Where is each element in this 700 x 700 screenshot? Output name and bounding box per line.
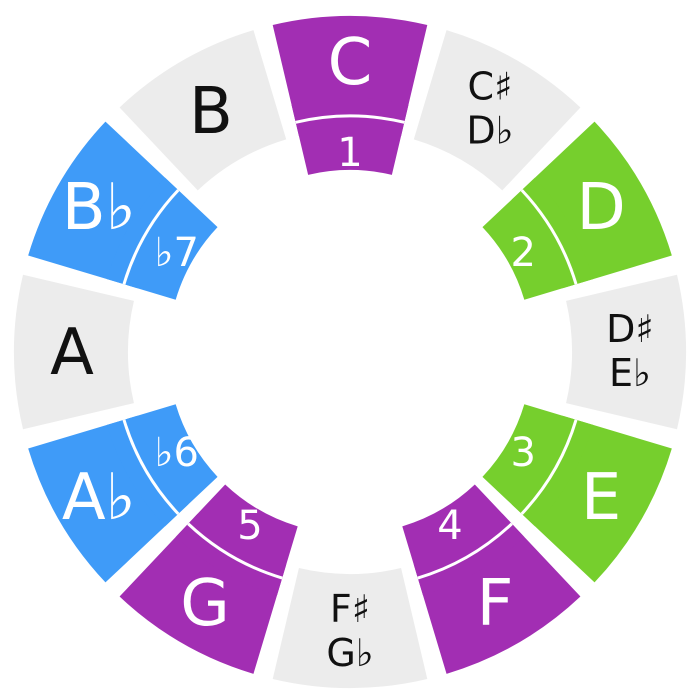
degree-divider-a-flat [122,419,180,515]
segment-c-sharp-d-flat [413,30,581,191]
degree-segment-e [482,404,594,527]
note-label-e-flat: E♭ [609,351,651,395]
note-label-e: E [581,461,621,535]
degree-segment-a-flat [106,404,218,527]
degree-label--flat7: ♭7 [155,230,199,276]
note-label-d-sharp: D♯ [606,307,654,351]
segment-f-sharp-g-flat [272,568,428,689]
degree-segment-d [482,177,594,300]
degree-label-3: 3 [510,430,535,476]
degree-label-2: 2 [510,230,535,276]
segment-b [119,30,287,191]
degree-divider-c [295,114,405,124]
degree-label--flat6: ♭6 [155,430,199,476]
note-label-a-flat: A♭ [62,461,136,535]
degree-divider-b-flat [122,189,180,285]
note-label-d-flat: D♭ [466,109,513,153]
segment-d-sharp-e-flat [566,274,686,430]
note-label-f-sharp: F♯ [330,587,370,631]
degree-segment-g [175,484,298,596]
degree-label-1: 1 [337,130,362,176]
inner-ring [106,98,594,596]
degree-segment-b-flat [106,177,218,300]
degree-divider-d [520,189,578,285]
degree-divider-e [520,419,578,515]
degree-segment-f [402,484,525,596]
degree-divider-f [417,522,513,580]
note-label-c: C [328,26,373,100]
note-label-f: F [477,567,514,641]
degree-label-5: 5 [237,503,262,549]
note-label-g-flat: G♭ [326,631,373,675]
note-label-b: B [189,75,233,149]
degree-label-4: 4 [437,503,462,549]
note-label-g: G [180,567,230,641]
degree-divider-g [187,522,283,580]
note-label-c-sharp: C♯ [468,65,513,109]
segment-a [13,274,134,430]
note-label-b-flat: B♭ [62,171,136,245]
note-label-d: D [577,171,626,245]
note-label-a: A [50,316,94,390]
